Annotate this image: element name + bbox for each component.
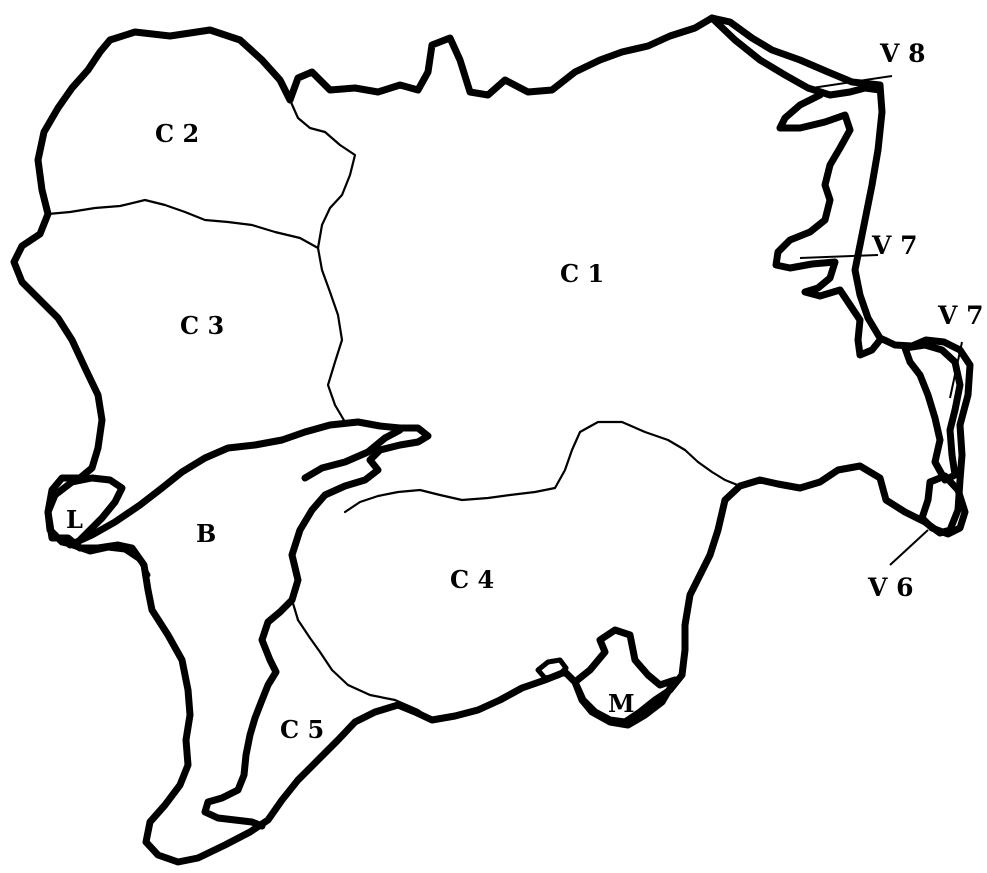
boundary-c2-c3 bbox=[46, 198, 320, 250]
boundary-c4-c5 bbox=[296, 618, 434, 722]
v7a-leader bbox=[799, 254, 879, 259]
callout-label-v7b: V 7 bbox=[937, 301, 984, 330]
boundary-c3-c1 bbox=[316, 246, 347, 424]
lake-l-outline bbox=[44, 474, 126, 549]
region-label-l: L bbox=[66, 505, 83, 534]
eastern-enclave bbox=[901, 341, 964, 484]
v6-leader bbox=[889, 529, 929, 566]
v7b-leader bbox=[949, 341, 963, 399]
callout-label-v6: V 6 bbox=[867, 573, 914, 602]
callout-label-v7a: V 7 bbox=[871, 231, 918, 260]
eastern-channel bbox=[708, 14, 884, 359]
region-label-c3: C 3 bbox=[180, 311, 224, 340]
bay-m-islet bbox=[535, 657, 569, 681]
callout-leaders bbox=[799, 75, 963, 566]
map-outlines bbox=[10, 14, 974, 866]
boundary-c5-b bbox=[290, 578, 300, 622]
river-b-north-bank bbox=[66, 418, 432, 830]
river-b-inner-spur bbox=[301, 426, 404, 482]
region-label-c5: C 5 bbox=[280, 715, 324, 744]
boundary-c2-c1 bbox=[288, 98, 357, 250]
region-label-b: B bbox=[196, 519, 216, 548]
region-label-c2: C 2 bbox=[155, 119, 199, 148]
v8-leader bbox=[811, 75, 893, 89]
callout-labels: V 8 V 7 V 7 V 6 bbox=[867, 39, 984, 602]
region-labels: C 1 C 2 C 3 C 4 C 5 B L M bbox=[66, 119, 635, 744]
enclave-south-lobe bbox=[918, 472, 969, 538]
region-label-c4: C 4 bbox=[450, 565, 494, 594]
bay-m-outline bbox=[571, 626, 679, 729]
river-b-south-bank bbox=[67, 542, 151, 578]
callout-label-v8: V 8 bbox=[879, 39, 926, 68]
region-label-m: M bbox=[608, 689, 635, 718]
region-label-c1: C 1 bbox=[560, 259, 604, 288]
boundary-c1-c4 bbox=[343, 420, 742, 514]
